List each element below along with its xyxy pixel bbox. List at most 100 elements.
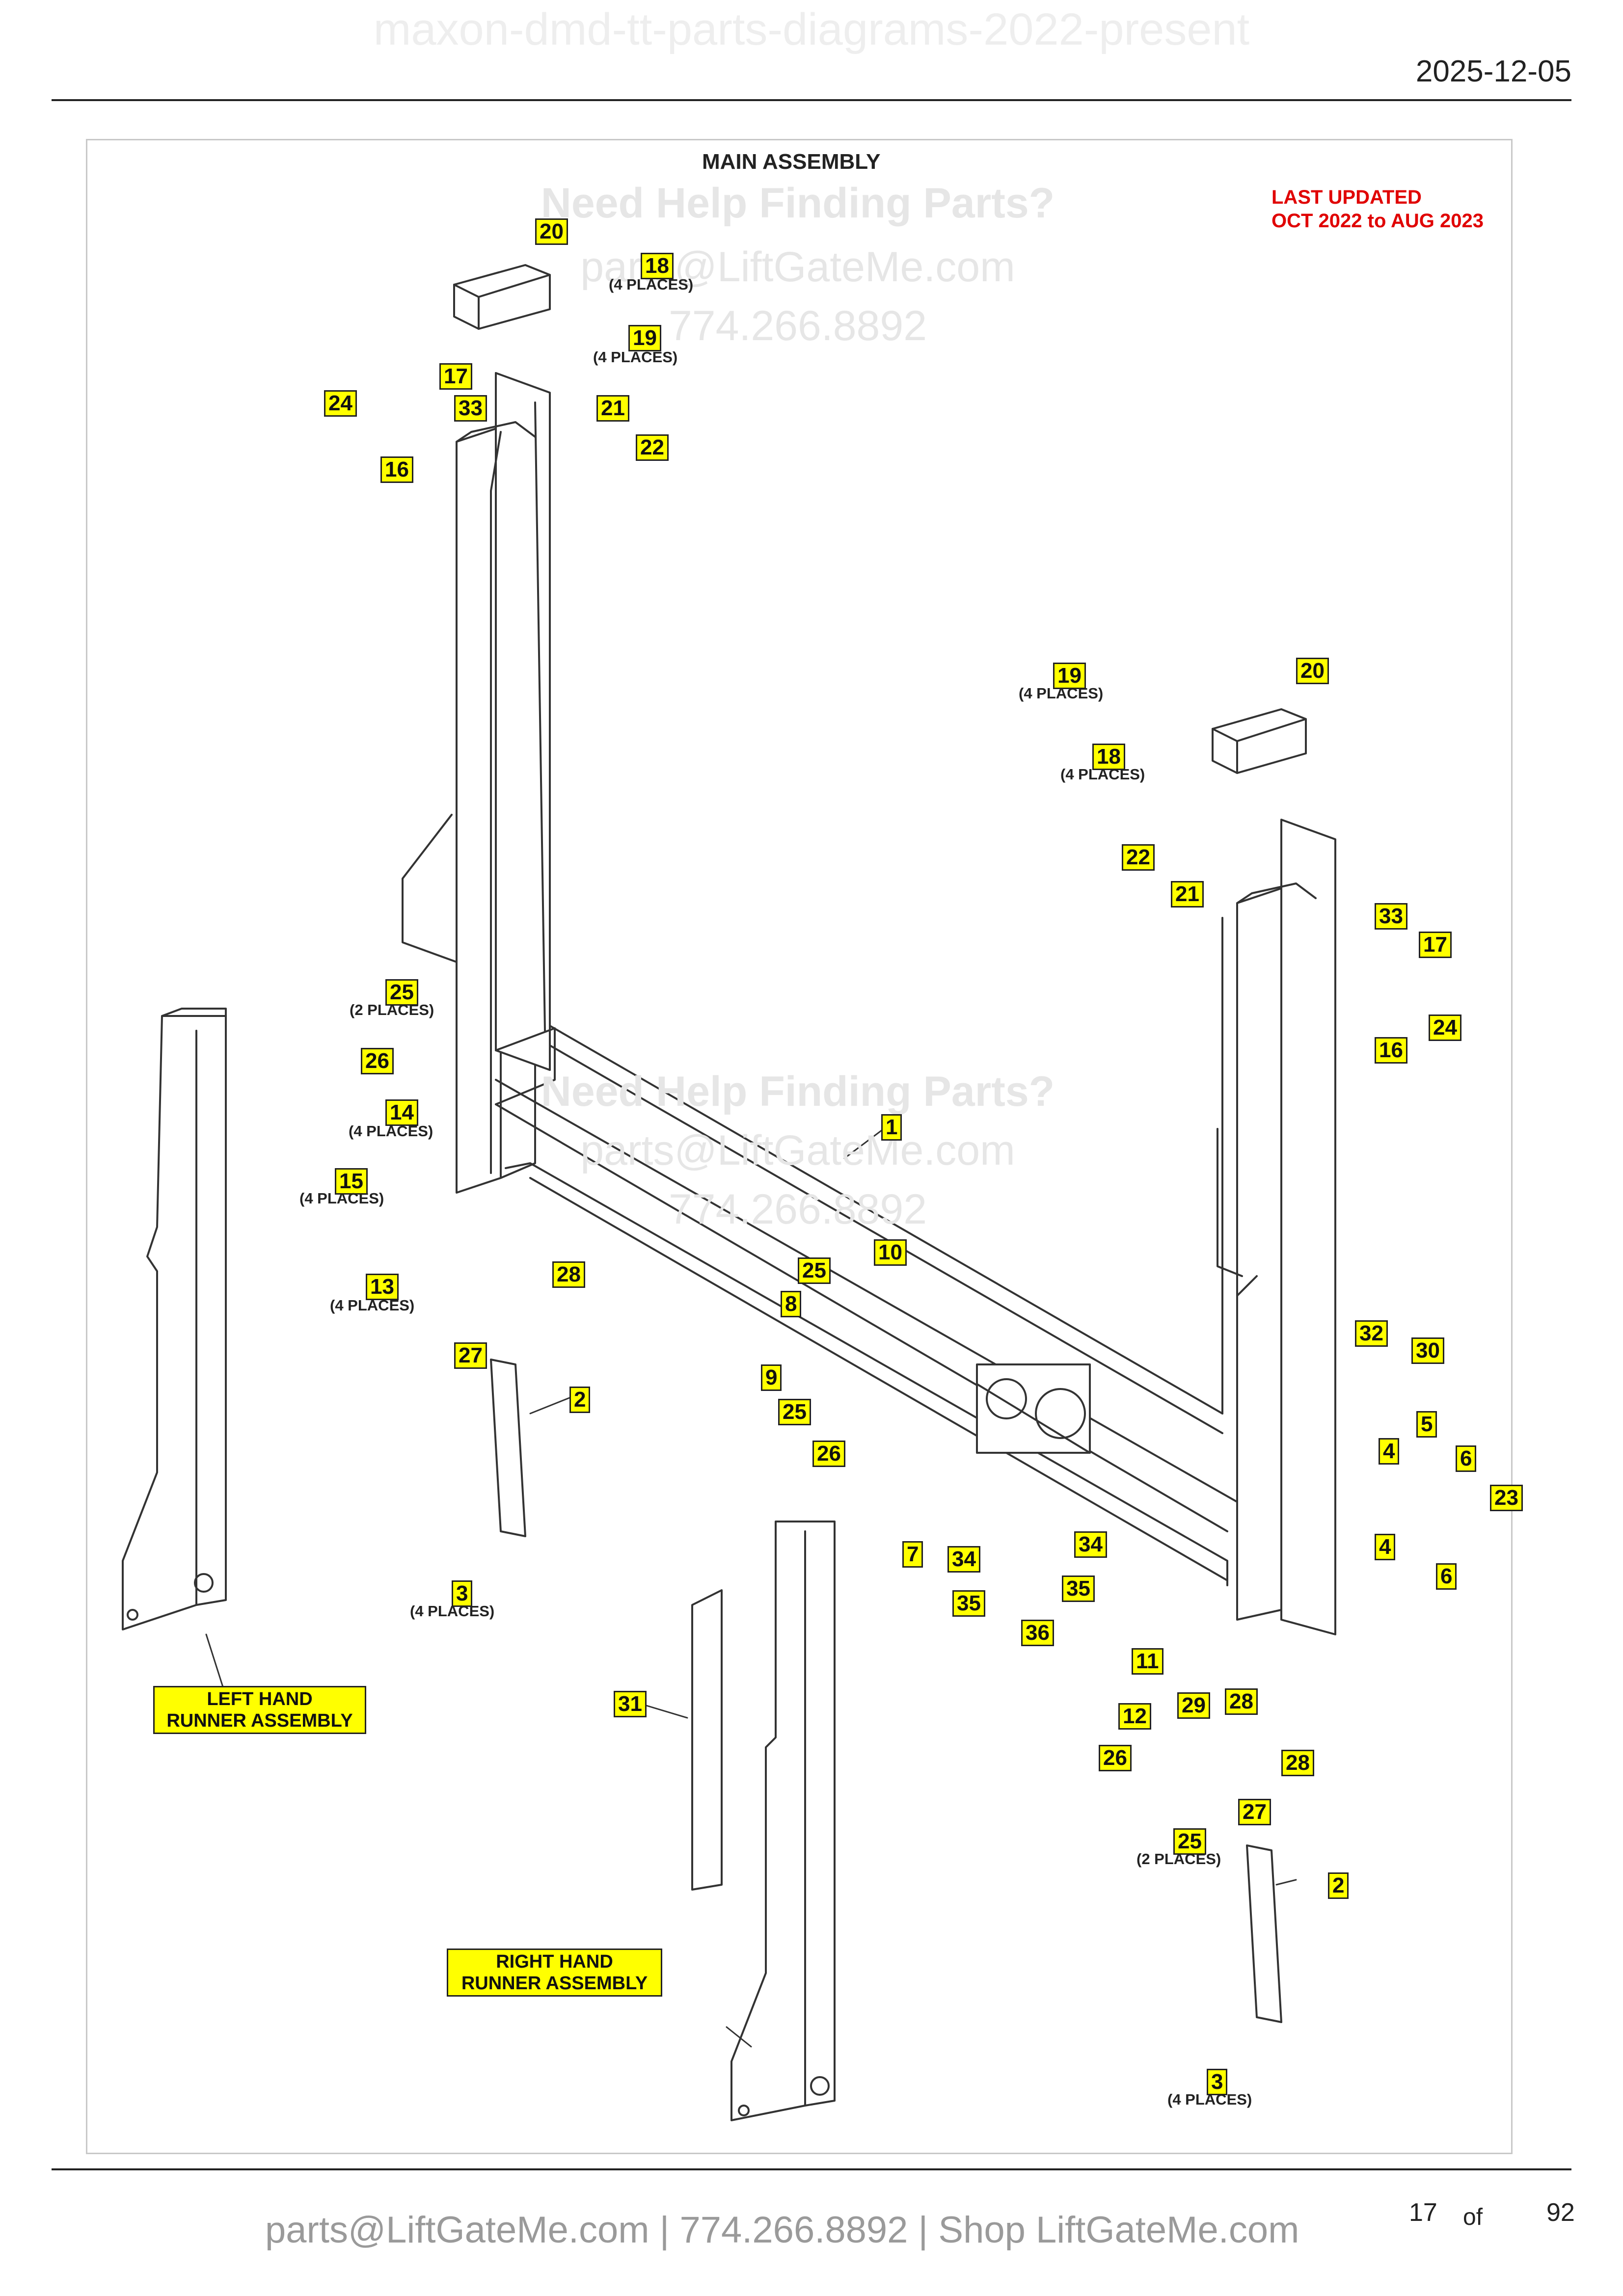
place-note: (4 PLACES) <box>299 1190 384 1207</box>
diagram-frame <box>86 139 1513 2154</box>
place-note: (2 PLACES) <box>1136 1850 1221 1868</box>
callout-6: 6 <box>1456 1445 1477 1472</box>
callout-19: 19 <box>1053 663 1086 689</box>
watermark-heading: Need Help Finding Parts? <box>541 180 1055 227</box>
callout-32: 32 <box>1355 1320 1388 1347</box>
callout-2: 2 <box>569 1387 591 1413</box>
right-column <box>1217 819 1336 1635</box>
place-note: (4 PLACES) <box>410 1602 495 1620</box>
watermark-email-2: parts@LiftGateMe.com <box>580 1127 1015 1174</box>
watermark-heading-2: Need Help Finding Parts? <box>541 1068 1055 1115</box>
callout-34: 34 <box>1074 1531 1107 1558</box>
callout-21: 21 <box>1171 881 1204 908</box>
document-date: 2025-12-05 <box>1415 54 1571 88</box>
place-note: (4 PLACES) <box>1019 685 1104 702</box>
callout-28: 28 <box>1281 1750 1314 1776</box>
callout-14: 14 <box>385 1099 418 1126</box>
cover-left <box>453 264 551 330</box>
place-note: (4 PLACES) <box>1060 766 1145 783</box>
callout-26: 26 <box>1099 1745 1132 1771</box>
watermark-phone-2: 774.266.8892 <box>668 1186 927 1233</box>
callout-35: 35 <box>1062 1575 1095 1602</box>
callout-25: 25 <box>778 1399 811 1425</box>
callout-25: 25 <box>798 1257 831 1284</box>
callout-1: 1 <box>881 1114 902 1141</box>
place-note: (4 PLACES) <box>1167 2091 1252 2108</box>
callout-19: 19 <box>628 325 661 351</box>
callout-9: 9 <box>761 1364 782 1391</box>
callout-22: 22 <box>636 434 669 461</box>
page-current: 17 <box>1409 2198 1437 2227</box>
callout-5: 5 <box>1416 1411 1437 1438</box>
left-runner-label-line1: LEFT HAND <box>207 1689 313 1709</box>
callout-34: 34 <box>947 1546 980 1573</box>
callout-23: 23 <box>1490 1485 1523 1511</box>
callout-12: 12 <box>1118 1703 1151 1730</box>
callout-33: 33 <box>454 395 487 422</box>
place-note: (4 PLACES) <box>330 1297 415 1314</box>
watermark-email: parts@LiftGateMe.com <box>580 243 1015 291</box>
callout-36: 36 <box>1021 1620 1054 1646</box>
footer-divider <box>52 2168 1571 2170</box>
callout-16: 16 <box>380 456 413 483</box>
callout-24: 24 <box>1429 1015 1461 1041</box>
place-note: (4 PLACES) <box>593 348 678 366</box>
callout-26: 26 <box>812 1441 845 1467</box>
frame-rails <box>495 401 1238 1586</box>
callout-10: 10 <box>874 1239 907 1266</box>
left-runner-label-line2: RUNNER ASSEMBLY <box>166 1710 353 1731</box>
callout-18: 18 <box>1092 744 1125 770</box>
diagram-title: MAIN ASSEMBLY <box>702 150 881 174</box>
callout-21: 21 <box>596 395 629 422</box>
callout-18: 18 <box>641 253 674 279</box>
pump-motor <box>976 1363 1091 1454</box>
last-updated-range: OCT 2022 to AUG 2023 <box>1271 210 1484 232</box>
header-divider <box>52 99 1571 101</box>
callout-24: 24 <box>324 390 357 417</box>
cover-right <box>1212 708 1307 774</box>
callout-8: 8 <box>781 1291 802 1317</box>
callout-20: 20 <box>535 218 568 245</box>
callout-22: 22 <box>1122 844 1155 871</box>
callout-25: 25 <box>385 979 418 1006</box>
callout-28: 28 <box>1225 1688 1258 1715</box>
callout-27: 27 <box>454 1342 487 1369</box>
callout-17: 17 <box>439 363 472 390</box>
right-runner-assembly-label: RIGHT HAND RUNNER ASSEMBLY <box>447 1949 662 1997</box>
callout-26: 26 <box>361 1048 394 1074</box>
wear-pads <box>490 1359 1282 2023</box>
place-note: (4 PLACES) <box>609 276 694 293</box>
callout-17: 17 <box>1419 932 1452 958</box>
place-note: (4 PLACES) <box>349 1122 433 1140</box>
footer-contact: parts@LiftGateMe.com | 774.266.8892 | Sh… <box>265 2209 1299 2251</box>
last-updated-label: LAST UPDATED <box>1271 187 1422 208</box>
callout-29: 29 <box>1177 1692 1210 1719</box>
callout-11: 11 <box>1132 1648 1163 1675</box>
callout-28: 28 <box>552 1261 585 1288</box>
callout-35: 35 <box>952 1590 985 1617</box>
last-updated-note: LAST UPDATED OCT 2022 to AUG 2023 <box>1271 186 1484 233</box>
right-runner-label-line1: RIGHT HAND <box>496 1951 613 1972</box>
callout-4: 4 <box>1379 1438 1400 1465</box>
left-runner <box>122 1008 227 1630</box>
callout-2: 2 <box>1328 1872 1349 1899</box>
left-runner-assembly-label: LEFT HAND RUNNER ASSEMBLY <box>153 1686 366 1734</box>
callout-7: 7 <box>902 1541 923 1568</box>
callout-4: 4 <box>1375 1534 1396 1560</box>
watermark-phone: 774.266.8892 <box>668 302 927 349</box>
callout-13: 13 <box>366 1274 399 1300</box>
page-total: 92 <box>1546 2198 1575 2227</box>
right-runner-label-line2: RUNNER ASSEMBLY <box>461 1973 648 1994</box>
callout-6: 6 <box>1436 1563 1457 1590</box>
place-note: (2 PLACES) <box>350 1001 434 1018</box>
callout-31: 31 <box>614 1691 647 1717</box>
callout-15: 15 <box>335 1168 368 1195</box>
callout-16: 16 <box>1375 1037 1407 1064</box>
callout-20: 20 <box>1296 658 1329 684</box>
document-title: maxon-dmd-tt-parts-diagrams-2022-present <box>373 4 1250 54</box>
callout-30: 30 <box>1411 1337 1444 1364</box>
callout-3: 3 <box>452 1580 473 1607</box>
callout-27: 27 <box>1238 1799 1271 1825</box>
callout-33: 33 <box>1375 903 1407 930</box>
